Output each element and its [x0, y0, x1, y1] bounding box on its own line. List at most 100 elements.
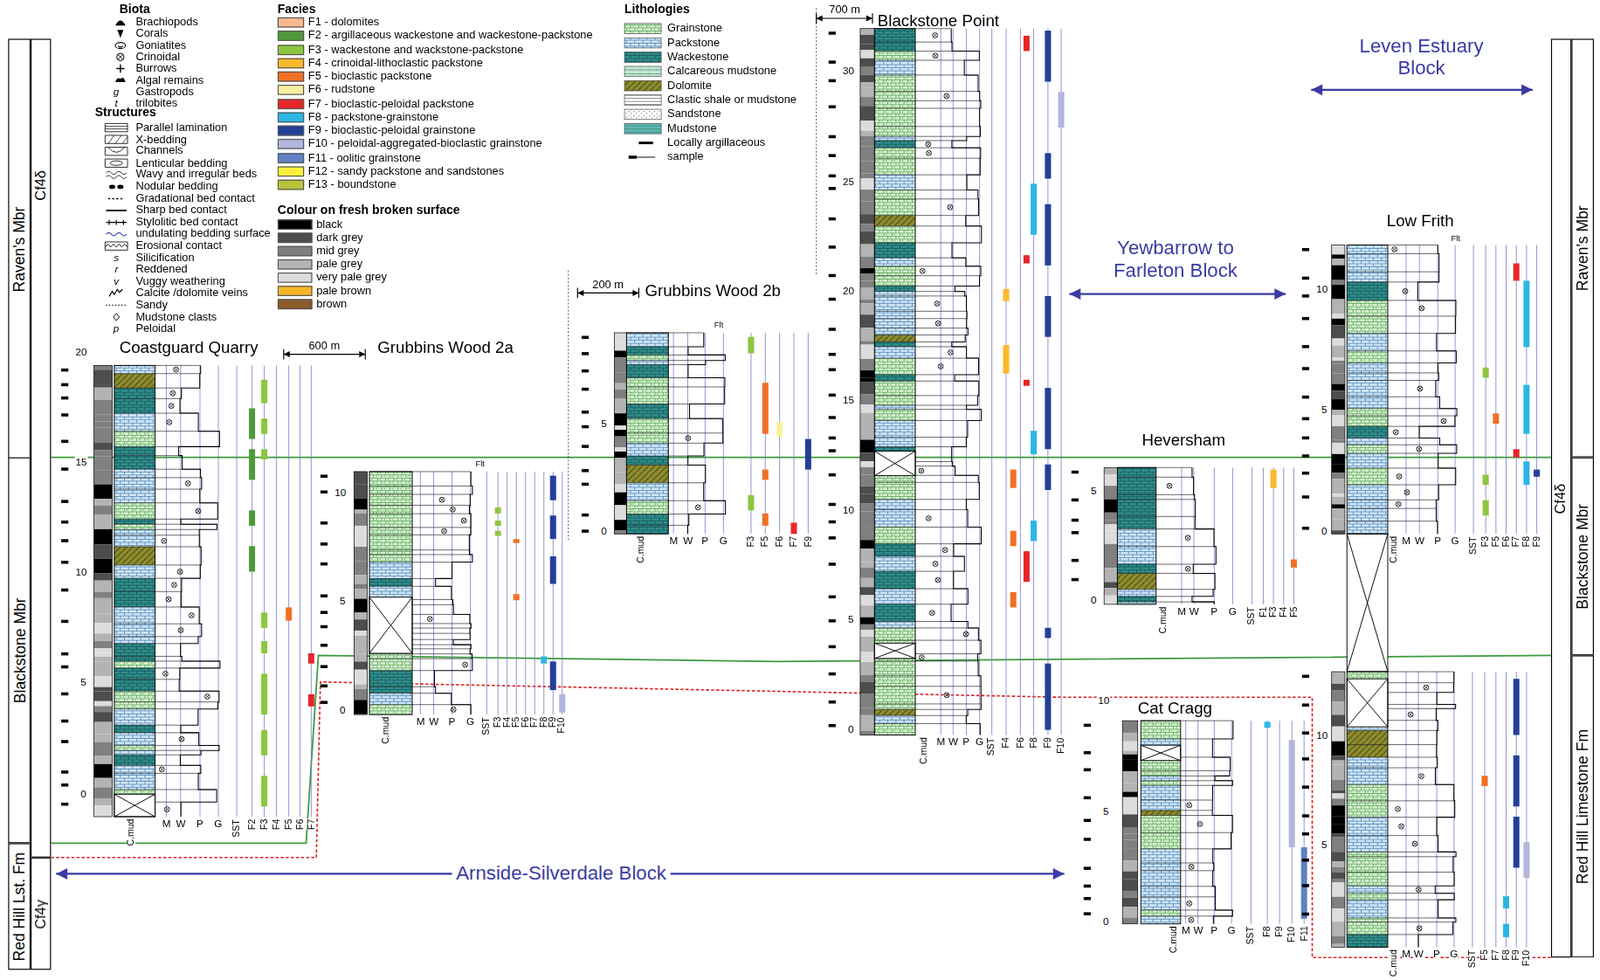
colour-strip: [613, 389, 627, 396]
column-header: F8: [538, 717, 549, 728]
facies-gridline: [1485, 245, 1487, 535]
bed-contact: [412, 686, 436, 688]
crinoid-symbol: [937, 364, 944, 370]
bed-contact: [626, 432, 669, 434]
colour-strip: [93, 641, 112, 649]
colour-strip: [860, 662, 875, 676]
column-header: C.mud: [1388, 949, 1399, 977]
bed-contact: [1180, 775, 1215, 777]
lithology-bed: [626, 442, 669, 456]
bed-contact: [155, 365, 201, 366]
colour-strip: [1331, 790, 1345, 794]
sample-marker: [828, 104, 836, 109]
bed-contact: [915, 136, 967, 138]
legend-text: Goniatites: [135, 39, 187, 51]
strat-band: Blackstone Mbr: [7, 457, 31, 844]
lithology-bed: [1140, 785, 1181, 800]
colour-strip-outline: [1122, 720, 1138, 925]
lithology-bed: [1140, 800, 1181, 811]
bed-contact: [412, 604, 454, 606]
bed-contact: [874, 640, 916, 642]
legend-text: Brachiopods: [135, 16, 198, 28]
lithology-bed: [1346, 499, 1388, 509]
texture-gridline: [1437, 245, 1439, 535]
bed-contact: [1387, 453, 1439, 455]
lithology-bed: [1346, 767, 1388, 785]
lithology-bed: [874, 709, 916, 716]
bed-contact: [668, 524, 688, 526]
lithology-swatch: [624, 123, 662, 134]
facies-gridline: [1279, 720, 1281, 925]
sample-marker: [1302, 883, 1310, 888]
colour-strip: [1331, 882, 1345, 893]
bed-contact: [1346, 426, 1388, 428]
colour-strip: [1331, 702, 1345, 716]
legend-text: Peloidal: [135, 323, 176, 335]
legend-text: Calcareous mudstone: [667, 65, 777, 77]
column-header: SST: [482, 717, 492, 735]
bed-contact: [412, 599, 453, 600]
colour-strip: [1122, 732, 1138, 742]
column-header: F10: [1521, 949, 1532, 966]
facies-bar: [1044, 30, 1051, 82]
lithology-bed: [114, 750, 156, 755]
bed-contact: [874, 50, 916, 52]
column-header: P: [962, 737, 970, 748]
column-header: P: [1433, 949, 1441, 960]
scale-number: 10: [1315, 282, 1329, 295]
facies-bar: [1513, 263, 1520, 282]
sample-marker: [1071, 470, 1079, 475]
bed-contact: [915, 543, 954, 545]
legend-text: Erosional contact: [135, 240, 222, 252]
colour-strip: [353, 533, 367, 547]
colour-strip: [93, 742, 112, 757]
legend-text: dark grey: [316, 231, 364, 243]
colour-strip: [1331, 765, 1345, 780]
texture-gridline: [1231, 720, 1233, 925]
colour-strip: [1331, 409, 1345, 415]
colour-strip: [1331, 892, 1345, 897]
distance-arrow: [816, 15, 823, 22]
gap-box: [874, 642, 916, 659]
bed-contact: [626, 386, 669, 387]
legend-symbol: [117, 29, 124, 38]
bed-contact: [915, 310, 967, 312]
gap-box: [874, 451, 916, 476]
sample-marker: [320, 700, 328, 704]
bed-contact: [626, 359, 669, 361]
colour-strip: [613, 447, 627, 452]
scale-number: 5: [1102, 805, 1111, 817]
crinoid-symbol: [1416, 925, 1422, 932]
distance-arrow: [866, 15, 873, 22]
bed-contact: [155, 772, 199, 774]
bed-contact: [155, 529, 200, 531]
facies-bar: [1513, 755, 1520, 807]
crinoid-symbol: [1185, 565, 1191, 572]
bed-contact: [1387, 708, 1436, 710]
bed-contact: [626, 377, 669, 379]
column-header: F6: [774, 536, 785, 547]
colour-strip-outline: [93, 365, 112, 817]
bed-contact: [915, 327, 968, 329]
bed-contact: [915, 100, 981, 102]
bed-contact: [668, 513, 689, 515]
legend-symbol-letter: v: [113, 275, 119, 287]
lithology-bed: [874, 126, 916, 137]
bed-contact: [1156, 498, 1196, 500]
sample-marker: [828, 448, 836, 453]
crinoid-symbol: [162, 670, 168, 676]
lithology-bed: [1140, 848, 1181, 863]
colour-strip: [353, 588, 367, 599]
crinoid-symbol: [927, 151, 932, 155]
facies-gridline: [1251, 467, 1253, 605]
crinoid-symbol: [1405, 490, 1409, 495]
crinoid-symbol: [919, 655, 924, 660]
crinoid-symbol: [1404, 489, 1410, 496]
facies-bar: [1481, 775, 1488, 787]
lithology-bed: [874, 571, 916, 589]
bed-contact: [874, 174, 916, 176]
colour-strip: [93, 505, 112, 516]
lithology-bed: [1117, 516, 1156, 529]
legend-text: F8 - packstone-grainstone: [308, 110, 439, 123]
crinoid-symbol: [933, 562, 938, 566]
